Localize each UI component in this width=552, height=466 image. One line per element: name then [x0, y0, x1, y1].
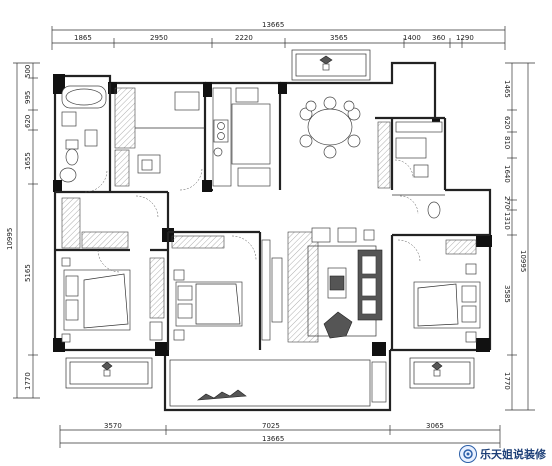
right-dim-seg-5: 270	[503, 196, 511, 209]
bedroom-left	[61, 197, 165, 343]
left-dimension-lines: 10995 500 995 620 1655 5165 1770	[6, 62, 40, 399]
watermark-text: 乐天姐说装修	[480, 448, 546, 461]
bottom-dimension-lines: 3570 7025 3065 13665	[59, 422, 501, 448]
left-dim-seg-3: 620	[24, 115, 32, 128]
right-dim-seg-2: 620	[503, 116, 511, 129]
plant-icon	[431, 361, 443, 377]
bottom-dim-seg-1: 3570	[104, 422, 122, 430]
top-dim-seg-7: 1290	[456, 34, 474, 42]
sofa-icon	[357, 249, 383, 321]
top-dim-seg-1: 1865	[74, 34, 92, 42]
bedroom-right	[397, 239, 481, 343]
top-balcony	[291, 49, 371, 81]
right-balcony	[409, 357, 475, 389]
right-dim-seg-7: 3585	[503, 285, 511, 303]
bottom-total-dim: 13665	[262, 435, 284, 443]
left-dim-seg-2: 995	[24, 91, 32, 104]
plant-icon	[196, 389, 247, 401]
plant-icon	[101, 361, 113, 377]
left-balcony	[65, 357, 153, 389]
left-dim-seg-1: 500	[24, 65, 32, 78]
study-room	[114, 87, 205, 187]
toilet-icon	[65, 139, 79, 150]
top-dim-seg-6: 360	[432, 34, 445, 42]
bottom-dim-seg-2: 7025	[262, 422, 280, 430]
main-balcony	[169, 359, 387, 407]
left-dim-seg-4: 1655	[24, 152, 32, 170]
right-dim-seg-3: 810	[503, 136, 511, 149]
bedroom-middle	[171, 235, 271, 341]
armchair-icon	[323, 311, 353, 339]
left-dim-seg-5: 5165	[24, 264, 32, 282]
left-total-dim: 10995	[6, 228, 14, 250]
top-dimension-lines: 13665 1865 2950 2220 3565 1400 360 1290	[51, 21, 506, 50]
top-dim-seg-3: 2220	[235, 34, 253, 42]
door-swings	[84, 167, 419, 273]
plant-icon	[174, 91, 200, 111]
plant-icon	[319, 55, 333, 71]
structural-columns	[53, 74, 492, 356]
top-total-dim: 13665	[262, 21, 284, 29]
watermark: 乐天姐说装修	[459, 445, 546, 463]
bathroom-top-right	[377, 121, 445, 219]
bottom-dim-seg-3: 3065	[426, 422, 444, 430]
interior-walls	[55, 83, 490, 350]
right-dimension-lines: 10995 1465 620 810 1640 270 1310 3585 17…	[503, 62, 535, 411]
right-dim-seg-1: 1465	[503, 80, 511, 98]
bathroom-top-left	[59, 85, 107, 183]
right-total-dim: 10995	[519, 250, 527, 272]
right-dim-seg-4: 1640	[503, 165, 511, 183]
right-dim-seg-8: 1770	[503, 372, 511, 390]
top-dim-seg-5: 1400	[403, 34, 421, 42]
top-dim-seg-2: 2950	[150, 34, 168, 42]
right-dim-seg-6: 1310	[503, 212, 511, 230]
left-dim-seg-6: 1770	[24, 372, 32, 390]
top-dim-seg-4: 3565	[330, 34, 348, 42]
dining-table-icon	[307, 108, 353, 146]
living-room	[271, 227, 383, 343]
watermark-logo-icon	[459, 445, 477, 463]
dining-area	[299, 96, 361, 159]
sink-icon	[235, 87, 259, 103]
toilet-icon	[413, 164, 429, 178]
kitchen	[212, 87, 271, 187]
